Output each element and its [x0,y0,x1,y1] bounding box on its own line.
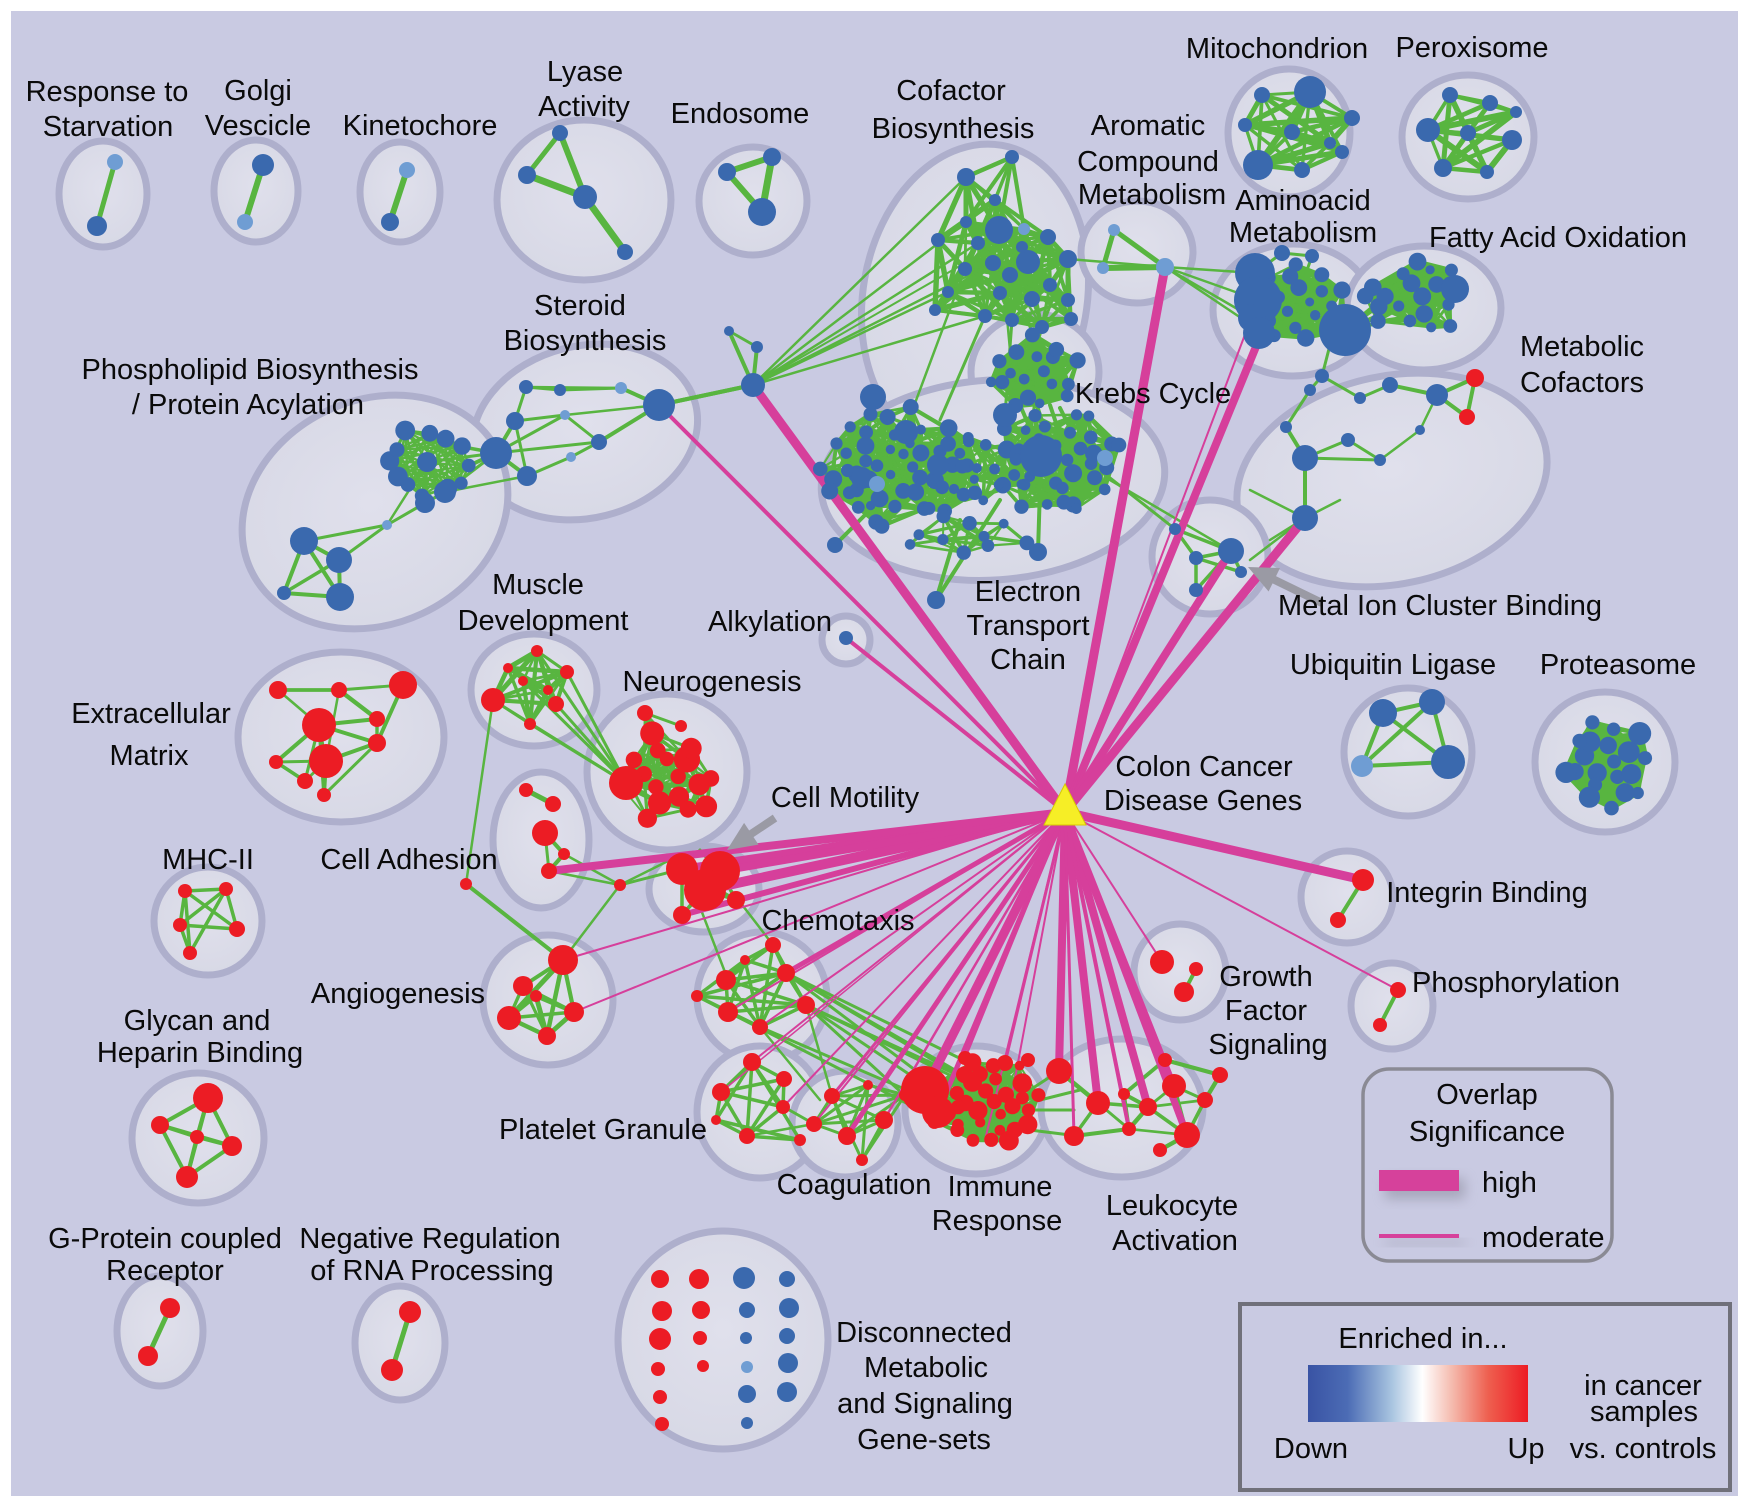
svg-text:Peroxisome: Peroxisome [1395,32,1548,64]
svg-text:Ubiquitin Ligase: Ubiquitin Ligase [1290,649,1496,681]
svg-text:Receptor: Receptor [106,1255,224,1287]
svg-text:Down: Down [1274,1433,1348,1465]
svg-text:Signaling: Signaling [1208,1029,1327,1061]
svg-text:Alkylation: Alkylation [708,606,832,638]
svg-text:Metabolic: Metabolic [1520,331,1644,363]
svg-text:Immune: Immune [948,1171,1053,1203]
svg-text:Integrin Binding: Integrin Binding [1386,877,1588,909]
svg-text:Response: Response [932,1205,1063,1237]
svg-text:Biosynthesis: Biosynthesis [872,113,1035,145]
svg-text:Phospholipid Biosynthesis: Phospholipid Biosynthesis [82,354,419,386]
svg-text:Metabolism: Metabolism [1229,217,1377,249]
svg-text:Starvation: Starvation [43,111,174,143]
svg-text:Aromatic: Aromatic [1091,110,1205,142]
svg-text:Up: Up [1507,1433,1544,1465]
svg-text:Neurogenesis: Neurogenesis [623,666,802,698]
svg-text:Enriched in...: Enriched in... [1338,1323,1507,1355]
svg-text:Activation: Activation [1112,1225,1238,1257]
svg-text:/ Protein Acylation: / Protein Acylation [132,389,364,421]
svg-text:Lyase: Lyase [547,56,623,88]
svg-text:Cofactor: Cofactor [896,75,1006,107]
svg-text:Matrix: Matrix [110,740,189,772]
svg-text:Transport: Transport [966,610,1089,642]
svg-text:Angiogenesis: Angiogenesis [311,978,485,1010]
svg-text:Phosphorylation: Phosphorylation [1412,967,1620,999]
svg-text:Activity: Activity [538,91,630,123]
svg-text:Metabolic: Metabolic [864,1352,988,1384]
svg-text:Factor: Factor [1225,995,1308,1027]
svg-text:Metabolism: Metabolism [1078,179,1226,211]
svg-text:Growth: Growth [1219,961,1312,993]
svg-text:Aminoacid: Aminoacid [1235,185,1370,217]
svg-text:Negative Regulation: Negative Regulation [299,1223,560,1255]
svg-text:moderate: moderate [1482,1222,1605,1254]
svg-text:Steroid: Steroid [534,290,626,322]
svg-text:high: high [1482,1167,1537,1199]
svg-text:Response to: Response to [26,76,189,108]
svg-text:Cofactors: Cofactors [1520,367,1644,399]
svg-text:Proteasome: Proteasome [1540,649,1696,681]
svg-text:Glycan and: Glycan and [124,1005,271,1037]
svg-text:Mitochondrion: Mitochondrion [1186,33,1368,65]
svg-text:of RNA Processing: of RNA Processing [310,1255,553,1287]
svg-text:Chain: Chain [990,644,1066,676]
svg-text:Cell Motility: Cell Motility [771,782,920,814]
svg-text:Krebs Cycle: Krebs Cycle [1075,378,1231,410]
svg-text:Biosynthesis: Biosynthesis [504,325,667,357]
svg-text:Extracellular: Extracellular [71,698,231,730]
svg-text:Colon Cancer: Colon Cancer [1115,751,1293,783]
svg-text:Muscle: Muscle [492,569,584,601]
svg-text:Kinetochore: Kinetochore [343,110,498,142]
svg-text:Disease Genes: Disease Genes [1104,785,1302,817]
svg-text:Overlap: Overlap [1436,1079,1538,1111]
svg-text:Significance: Significance [1409,1116,1565,1148]
svg-text:samples: samples [1590,1396,1698,1428]
svg-text:Platelet Granule: Platelet Granule [499,1114,707,1146]
svg-text:Chemotaxis: Chemotaxis [761,905,914,937]
svg-text:and Signaling: and Signaling [837,1388,1013,1420]
svg-text:vs. controls: vs. controls [1570,1433,1717,1465]
svg-text:Heparin Binding: Heparin Binding [97,1037,303,1069]
svg-text:Disconnected: Disconnected [836,1317,1012,1349]
svg-text:Endosome: Endosome [671,98,810,130]
svg-text:Electron: Electron [975,576,1081,608]
svg-text:Development: Development [458,605,629,637]
svg-text:Vescicle: Vescicle [205,110,311,142]
svg-text:Compound: Compound [1077,146,1219,178]
svg-text:Golgi: Golgi [224,75,292,107]
svg-text:Leukocyte: Leukocyte [1106,1190,1238,1222]
svg-text:Gene-sets: Gene-sets [857,1424,991,1456]
svg-text:Metal Ion Cluster Binding: Metal Ion Cluster Binding [1278,590,1602,622]
svg-text:MHC-II: MHC-II [162,844,254,876]
svg-text:G-Protein coupled: G-Protein coupled [48,1223,282,1255]
svg-text:Coagulation: Coagulation [777,1169,932,1201]
svg-text:Cell Adhesion: Cell Adhesion [320,844,497,876]
svg-text:Fatty Acid Oxidation: Fatty Acid Oxidation [1429,222,1687,254]
